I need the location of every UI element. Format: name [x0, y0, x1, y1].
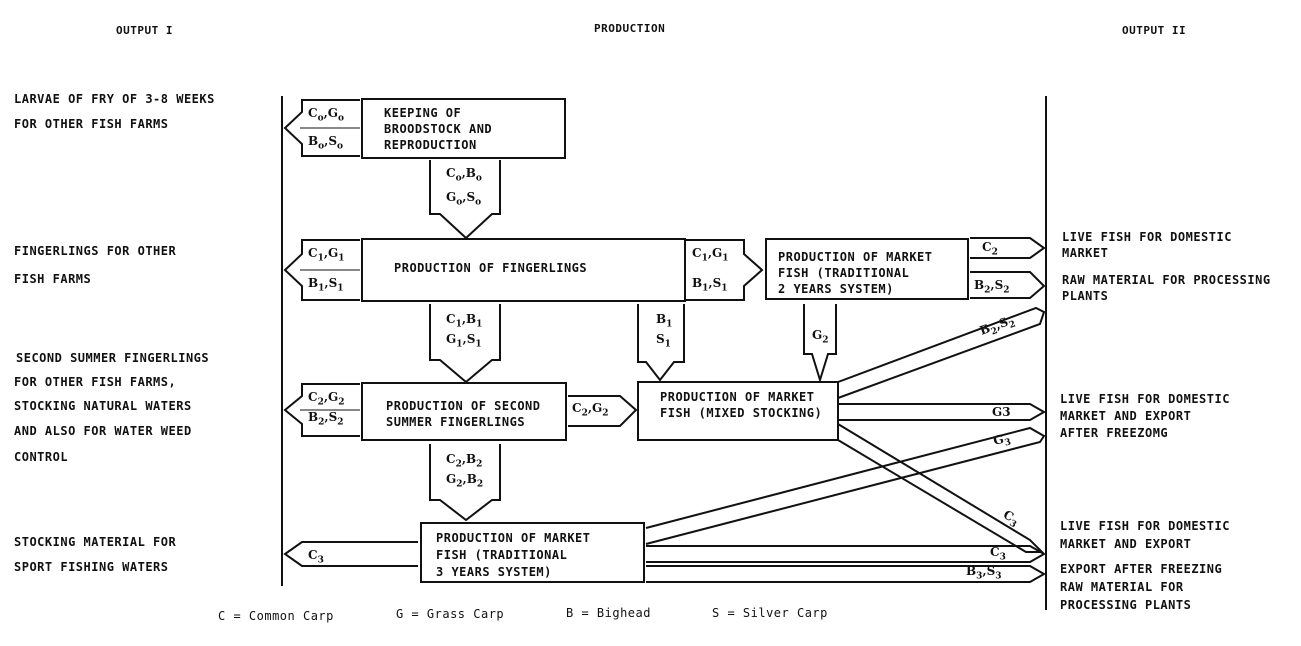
arrow-second-right	[568, 395, 638, 427]
right-output-live-export-line1: LIVE FISH FOR DOMESTIC	[1060, 392, 1230, 406]
code-trad3-b3s3: B3,S3	[966, 564, 1002, 582]
legend-grass-carp: G = Grass Carp	[396, 607, 505, 621]
box-market-trad3	[420, 522, 645, 583]
right-output-live-export-line3: AFTER FREEZOMG	[1060, 426, 1169, 440]
code-row1-left-top: Co,Go	[308, 106, 345, 124]
arrow-fingerlings-right	[686, 239, 764, 301]
right-output-live-domestic-line2: MARKET	[1062, 246, 1109, 260]
arrow-mixed-c3	[837, 423, 1045, 553]
code-mixed-g3: G3	[992, 405, 1011, 419]
arrow-mixed-b2s2	[837, 306, 1046, 399]
code-row1-down-bottom: Go,So	[446, 190, 482, 208]
left-output-fingerlings-line1: FINGERLINGS FOR OTHER	[14, 244, 177, 258]
arrow-trad3-b3s3	[646, 565, 1047, 583]
code-row2-down-bottom: G1,S1	[446, 332, 482, 350]
box-market-trad3-line3: 3 YEARS SYSTEM)	[436, 565, 552, 579]
code-row3-down-bottom: G2,B2	[446, 472, 484, 490]
box-market-trad2-line3: 2 YEARS SYSTEM)	[778, 282, 894, 296]
arrow-trad2-b2s2	[970, 271, 1046, 299]
box-fingerlings	[361, 238, 686, 302]
right-output-live-export2-line1: LIVE FISH FOR DOMESTIC	[1060, 519, 1230, 533]
box-broodstock	[361, 98, 566, 159]
arrow-trad3-left	[283, 541, 418, 567]
code-row2-right-bottom: B1,S1	[692, 276, 728, 294]
box-market-mixed-line1: PRODUCTION OF MARKET	[660, 390, 815, 404]
header-output-1: OUTPUT I	[116, 24, 173, 37]
box-market-mixed	[637, 381, 839, 441]
legend-silver-carp: S = Silver Carp	[712, 606, 828, 620]
right-output-live-export-line2: MARKET AND EXPORT	[1060, 409, 1192, 423]
box-market-mixed-line2: FISH (MIXED STOCKING)	[660, 406, 823, 420]
code-b1: B1	[656, 312, 673, 330]
right-output-export-line3: PROCESSING PLANTS	[1060, 598, 1192, 612]
right-output-live-export2-line2: MARKET AND EXPORT	[1060, 537, 1192, 551]
legend-common-carp: C = Common Carp	[218, 609, 334, 623]
code-row2-down-top: C1,B1	[446, 312, 483, 330]
right-output-raw-line2: PLANTS	[1062, 289, 1109, 303]
box-second-summer-line1: PRODUCTION OF SECOND	[386, 399, 541, 413]
left-output-second-line4: AND ALSO FOR WATER WEED	[14, 424, 192, 438]
box-second-summer-line2: SUMMER FINGERLINGS	[386, 415, 526, 429]
box-broodstock-line1: KEEPING OF	[384, 106, 462, 120]
code-row2-right-top: C1,G1	[692, 246, 729, 264]
left-output-stocking-line1: STOCKING MATERIAL FOR	[14, 535, 177, 549]
box-market-trad3-line2: FISH (TRADITIONAL	[436, 548, 568, 562]
right-output-raw-line1: RAW MATERIAL FOR PROCESSING	[1062, 273, 1271, 287]
arrow-second-down	[429, 444, 501, 522]
box-market-trad2-line2: FISH (TRADITIONAL	[778, 266, 910, 280]
code-row1-left-bottom: Bo,So	[308, 134, 344, 152]
left-output-larvae-line2: FOR OTHER FISH FARMS	[14, 117, 169, 131]
left-output-second-line3: STOCKING NATURAL WATERS	[14, 399, 192, 413]
arrow-broodstock-left	[283, 99, 360, 157]
box-fingerlings-label: PRODUCTION OF FINGERLINGS	[394, 261, 588, 275]
left-output-stocking-line2: SPORT FISHING WATERS	[14, 560, 169, 574]
code-second-right: C2,G2	[572, 401, 609, 419]
code-trad2-c2: C2	[982, 240, 998, 258]
code-row1-down-top: Co,Bo	[446, 166, 482, 184]
box-second-summer	[361, 382, 567, 441]
code-trad2-b2s2: B2,S2	[974, 278, 1010, 296]
arrow-second-left	[283, 383, 360, 437]
box-market-trad2	[765, 238, 969, 300]
legend-bighead: B = Bighead	[566, 606, 651, 620]
box-broodstock-line2: BROODSTOCK AND	[384, 122, 493, 136]
header-production: PRODUCTION	[594, 22, 666, 35]
code-row3-left-top: C2,G2	[308, 390, 345, 408]
arrow-trad3-g3	[645, 426, 1046, 545]
arrow-trad2-c2	[970, 237, 1046, 259]
arrow-b1s1-down	[637, 304, 685, 382]
code-g2: G2	[812, 328, 829, 346]
code-row3-left-bottom: B2,S2	[308, 410, 344, 428]
right-output-export-line1: EXPORT AFTER FREEZING	[1060, 562, 1223, 576]
box-broodstock-line3: REPRODUCTION	[384, 138, 477, 152]
left-output-second-line2: FOR OTHER FISH FARMS,	[14, 375, 177, 389]
right-output-live-domestic-line1: LIVE FISH FOR DOMESTIC	[1062, 230, 1232, 244]
arrow-mixed-g3	[838, 403, 1047, 421]
left-output-larvae-line1: LARVAE OF FRY OF 3-8 WEEKS	[14, 92, 215, 106]
code-row2-left-bottom: B1,S1	[308, 276, 344, 294]
left-output-fingerlings-line2: FISH FARMS	[14, 272, 92, 286]
code-s1: S1	[656, 332, 671, 350]
code-trad3-left: C3	[308, 548, 324, 566]
arrow-trad3-c3	[646, 545, 1047, 563]
code-trad3-c3: C3	[990, 545, 1006, 563]
left-output-second-line5: CONTROL	[14, 450, 69, 464]
arrow-g2-down	[803, 304, 837, 384]
code-row3-down-top: C2,B2	[446, 452, 483, 470]
box-market-trad3-line1: PRODUCTION OF MARKET	[436, 531, 591, 545]
header-output-2: OUTPUT II	[1122, 24, 1187, 37]
arrow-fingerlings-left	[283, 239, 360, 301]
right-output-export-line2: RAW MATERIAL FOR	[1060, 580, 1184, 594]
box-market-trad2-line1: PRODUCTION OF MARKET	[778, 250, 933, 264]
left-output-second-line1: SECOND SUMMER FINGERLINGS	[16, 351, 210, 365]
code-row2-left-top: C1,G1	[308, 246, 345, 264]
